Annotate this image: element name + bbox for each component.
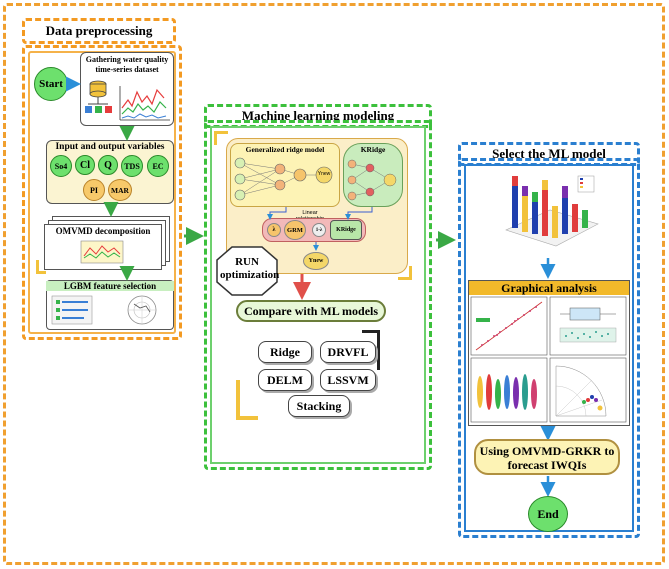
one-minus-lambda-node: 1-λ (312, 223, 326, 237)
ml-title: Machine learning modeling (241, 108, 395, 123)
lgbm-label: LGBM feature selection (46, 281, 174, 291)
ridge-network (234, 157, 333, 201)
ml-models-bracket-tr (362, 330, 380, 370)
lgbm-graphic (51, 295, 157, 325)
kridge-title: KRidge (360, 145, 386, 154)
end-node: End (528, 496, 568, 532)
radial-plot-icon (127, 295, 157, 325)
select-panel (458, 158, 640, 538)
arrow-ridge-to-combination (267, 207, 287, 220)
variable-so4: So4 (50, 155, 72, 177)
model-ridge: Ridge (258, 341, 312, 363)
lambda-node: λ (267, 223, 281, 237)
omvmd-label: OMVMD decomposition (55, 226, 151, 236)
grm-node: GRM (284, 220, 306, 240)
variables-title: Input and output variables (55, 142, 165, 152)
dataset-graphic (85, 80, 170, 121)
preprocessing-header-box: Data preprocessing (22, 18, 176, 44)
using-box: Using OMVMD-GRKR to forecast IWQIs (474, 439, 620, 475)
select-title: Select the ML model (492, 146, 606, 161)
variable-cl: Cl (75, 155, 95, 175)
graphical-analysis-title: Graphical analysis (469, 281, 629, 295)
dataset-label: Gathering water quality time-series data… (85, 55, 169, 74)
run-optimization-octagon (216, 246, 278, 296)
model-bracket-tl (214, 131, 228, 145)
ynew-node: Ynew (303, 252, 329, 270)
violin-plot-thumbnail (470, 357, 548, 423)
kridge-network (347, 159, 397, 201)
run-optimization-label: RUN optimization (220, 256, 280, 281)
ml-models-bracket-bl (236, 380, 258, 420)
variable-tds: TDS (121, 155, 143, 177)
model-drvfl: DRVFL (320, 341, 376, 363)
bar-chart-3d-icon (505, 175, 599, 247)
database-icon (85, 80, 112, 113)
taylor-diagram-thumbnail (549, 357, 627, 423)
kridge-node: KRidge (330, 220, 362, 240)
start-node: Start (34, 67, 68, 101)
preprocessing-title: Data preprocessing (45, 23, 153, 38)
ml-panel (204, 120, 432, 470)
model-delm: DELM (258, 369, 312, 391)
graphical-analysis-plots (470, 296, 627, 423)
scatter-plot-thumbnail (470, 296, 548, 356)
variable-mar: MAR (108, 179, 132, 201)
box-plot-thumbnail (549, 296, 627, 356)
variable-q: Q (98, 155, 118, 175)
model-lssvm: LSSVM (320, 369, 376, 391)
checklist-icon (51, 295, 93, 325)
compare-box: Compare with ML models (236, 300, 386, 322)
ridge-title: Generalized ridge model (245, 145, 325, 154)
model-bracket-br (398, 266, 412, 280)
model-stacking: Stacking (288, 395, 350, 417)
ml-inner (210, 126, 426, 464)
omvmd-bracket (36, 260, 46, 274)
variable-pi: PI (83, 179, 105, 201)
time-series-icon (119, 86, 170, 121)
outer-frame (3, 3, 665, 565)
start-label: Start (39, 78, 63, 90)
omvmd-chart-icon (80, 240, 124, 264)
ridge-ynew-label: Ynew (317, 171, 331, 177)
arrow-kridge-to-combination (345, 207, 373, 220)
variable-ec: EC (147, 155, 169, 177)
